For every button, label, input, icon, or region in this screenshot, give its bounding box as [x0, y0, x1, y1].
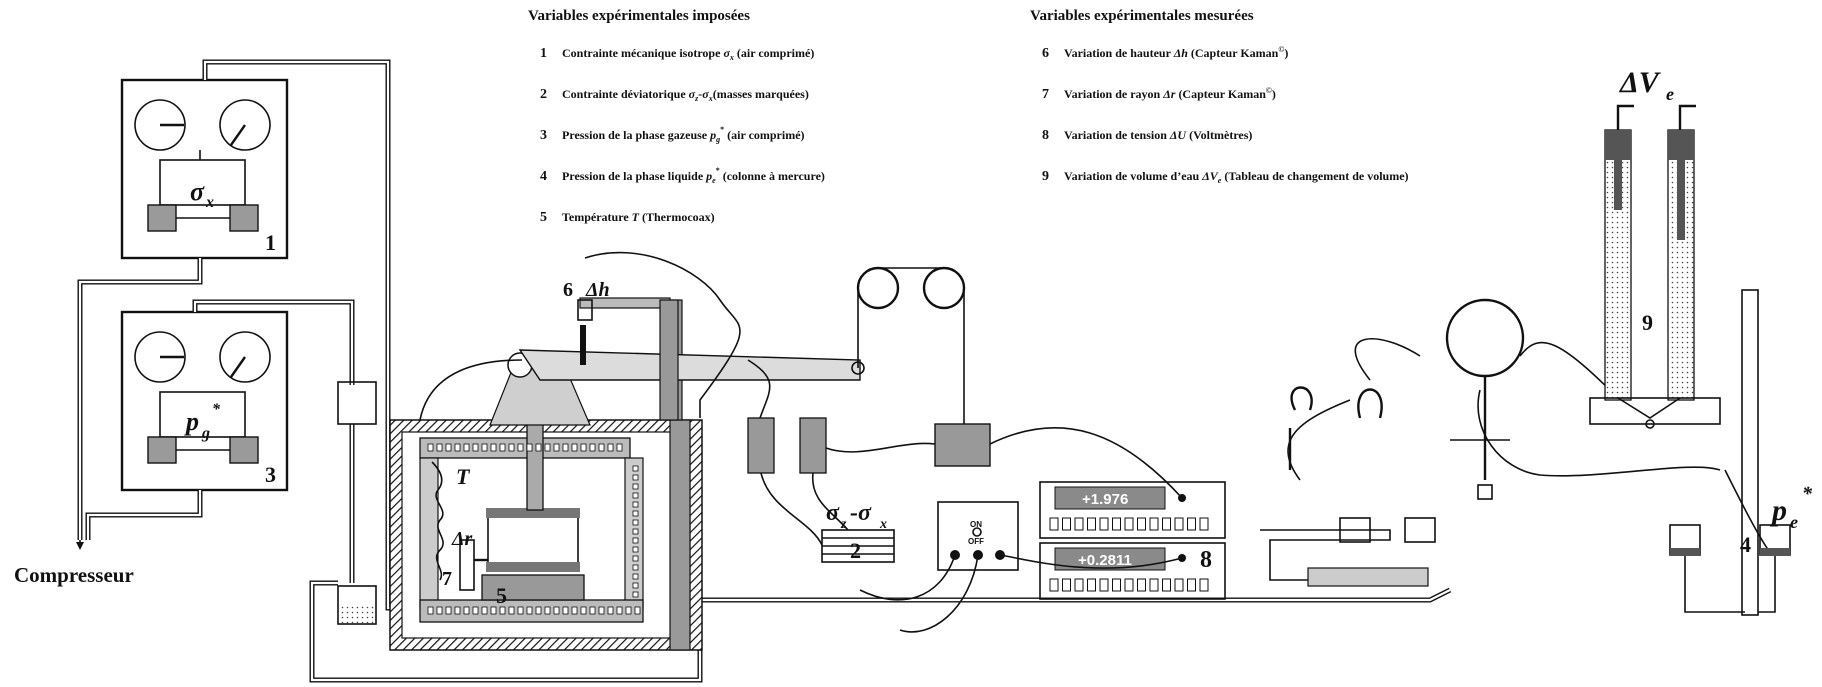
- power-switch: ON OFF: [937, 501, 1019, 571]
- switch-off: OFF: [968, 537, 984, 546]
- measured-title: Variables expérimentales mesurées: [1030, 8, 1254, 24]
- delta-h-number: 6: [563, 279, 573, 301]
- panel1-sigma: σ: [190, 177, 205, 206]
- imposed-num-3: 3: [540, 128, 547, 143]
- measured-num-8: 8: [1042, 128, 1049, 143]
- measured-item-7: Variation de rayon Δr (Capteur Kaman©): [1064, 86, 1276, 101]
- liquid-p: p: [1769, 494, 1787, 527]
- panel3-number: 3: [265, 462, 276, 487]
- panel3-sup: *: [212, 401, 221, 418]
- pressure-panel-sigma-x: σ x 1: [120, 78, 289, 260]
- delta-r-number: 7: [442, 568, 452, 590]
- imposed-item-5: Température T (Thermocoax): [562, 210, 715, 224]
- volume-sub: e: [1666, 84, 1674, 104]
- liquid-sub: e: [1790, 512, 1798, 532]
- volume-number: 9: [1642, 310, 1653, 335]
- measured-item-9: Variation de volume d’eau ΔVe (Tableau d…: [1064, 169, 1409, 185]
- measured-num-9: 9: [1042, 169, 1049, 184]
- imposed-num-2: 2: [540, 87, 547, 102]
- voltmeter-number: 8: [1200, 547, 1212, 573]
- voltmeter-2: +0.2811 8: [1039, 542, 1226, 600]
- compressor: Compresseur: [14, 540, 134, 587]
- dev-number: 2: [850, 538, 861, 563]
- sensor-box-1: [747, 417, 775, 474]
- coil-assembly: [1260, 298, 1525, 587]
- liquid-number: 4: [1740, 532, 1751, 557]
- lever-arm: 6 Δh: [518, 279, 865, 421]
- compressor-label: Compresseur: [14, 563, 134, 587]
- wires: [419, 251, 1773, 633]
- dev-sigma1: σ: [826, 500, 840, 526]
- marked-masses: σ z -σ x 2: [821, 500, 895, 563]
- imposed-num-1: 1: [540, 46, 547, 61]
- measured-num-7: 7: [1042, 87, 1049, 102]
- panel3-sub: g: [201, 425, 210, 442]
- liquid-sup: *: [1802, 483, 1813, 505]
- measured-item-6: Variation de hauteur Δh (Capteur Kaman©): [1064, 45, 1288, 60]
- pulley-system: [856, 266, 991, 467]
- valve-box: [337, 381, 377, 425]
- delta-h-label: Δh: [585, 279, 610, 301]
- dev-sigma2: -σ: [850, 500, 872, 526]
- volume-change-board: ΔV e 9: [1589, 66, 1721, 429]
- voltmeter-buttons: [1049, 517, 1209, 592]
- imposed-item-1: Contrainte mécanique isotrope σx (air co…: [562, 46, 814, 62]
- measured-num-6: 6: [1042, 46, 1049, 61]
- imposed-item-4: Pression de la phase liquide pe* (colonn…: [562, 166, 825, 185]
- voltmeter1-value: +1.976: [1082, 491, 1128, 508]
- voltmeter2-value: +0.2811: [1078, 552, 1132, 569]
- panel3-p: p: [184, 407, 199, 436]
- water-reservoir: [337, 585, 377, 625]
- imposed-item-2: Contrainte déviatorique σz-σx(masses mar…: [562, 87, 809, 103]
- volume-delta-v: ΔV: [1619, 66, 1662, 99]
- switch-on: ON: [970, 520, 982, 529]
- measured-item-8: Variation de tension ΔU (Voltmètres): [1064, 128, 1252, 142]
- panel1-sub: x: [205, 194, 214, 211]
- pressure-panel-pg: p g * 3: [120, 310, 289, 492]
- imposed-num-4: 4: [540, 169, 547, 184]
- heater-elements: [427, 443, 641, 615]
- cell-number: 5: [496, 583, 507, 608]
- temperature-label: T: [456, 464, 471, 489]
- sensor-box-2: [799, 417, 827, 474]
- imposed-item-3: Pression de la phase gazeuse pg* (air co…: [562, 125, 805, 144]
- voltmeter-1: +1.976: [1039, 481, 1226, 539]
- dev-sub2: x: [879, 517, 887, 532]
- imposed-num-5: 5: [540, 210, 547, 225]
- imposed-title: Variables expérimentales imposées: [528, 8, 750, 24]
- delta-r-label: Δr: [451, 528, 473, 550]
- panel1-number: 1: [265, 230, 276, 255]
- mercury-column: 4 p e *: [1669, 289, 1813, 616]
